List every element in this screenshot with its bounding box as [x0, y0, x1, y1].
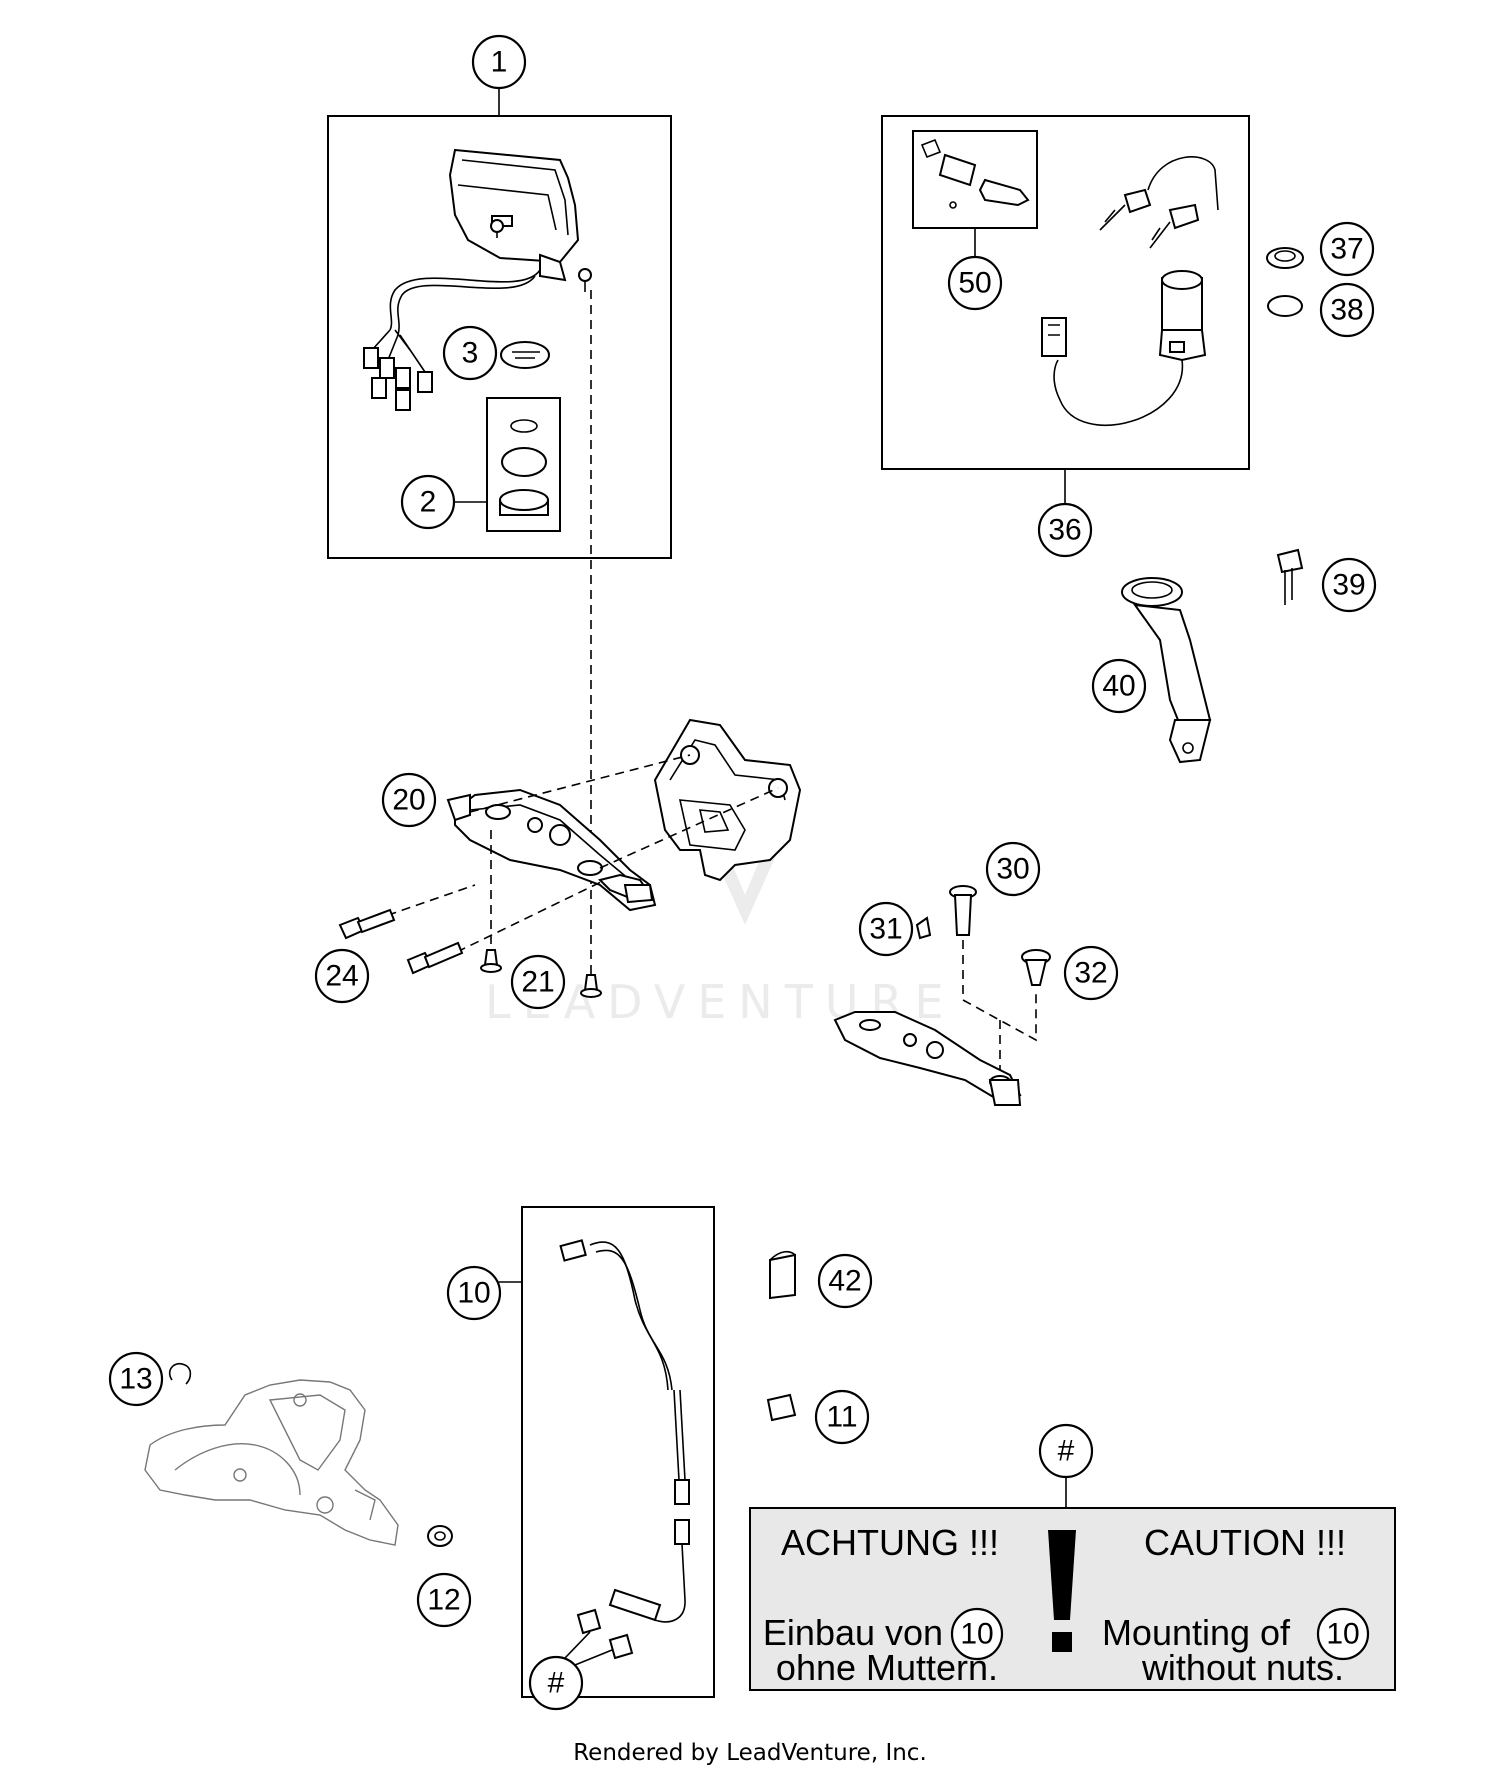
item-12-sleeve [427, 1525, 453, 1547]
callout-11: 11 [814, 1389, 870, 1445]
caution-en-line1: Mounting of [1102, 1612, 1291, 1653]
item-42-clip [769, 1250, 796, 1300]
caution-de-line1: Einbau von [763, 1612, 943, 1653]
svg-text:1: 1 [491, 46, 508, 79]
svg-text:39: 39 [1332, 569, 1365, 602]
ignition-switch-illustration [1041, 270, 1207, 426]
callout-1: 1 [471, 34, 527, 90]
svg-text:32: 32 [1074, 957, 1107, 990]
item-31-bulb [915, 916, 932, 940]
callout-2: 2 [400, 474, 456, 530]
item-3-cover [500, 341, 550, 369]
item-13-circlip [168, 1362, 192, 1385]
callout-50: 50 [947, 255, 1003, 311]
item-21-rivets [480, 949, 602, 998]
item-39-key [1276, 548, 1304, 605]
svg-text:42: 42 [828, 1265, 861, 1298]
svg-text:10: 10 [457, 1277, 490, 1310]
caution-en-ref-callout: 10 [1316, 1607, 1370, 1661]
callout-13: 13 [108, 1351, 164, 1407]
callout-39: 39 [1321, 557, 1377, 613]
callout-31: 31 [858, 901, 914, 957]
item-50-box [912, 130, 1038, 229]
callout-10: 10 [446, 1265, 502, 1321]
svg-text:10: 10 [960, 1618, 993, 1651]
callout-36: 36 [1037, 502, 1093, 558]
dashboard-illustration [448, 148, 592, 292]
item-20-holder [446, 788, 657, 912]
item-11-clamp [766, 1393, 797, 1422]
callout-24: 24 [314, 948, 370, 1004]
svg-text:12: 12 [427, 1584, 460, 1617]
svg-text:38: 38 [1330, 294, 1363, 327]
callout-12: 12 [416, 1572, 472, 1628]
callout-42: 42 [817, 1253, 873, 1309]
item-24-screws [338, 908, 464, 975]
svg-text:#: # [1058, 1435, 1075, 1468]
callout-37: 37 [1319, 221, 1375, 277]
caution-de-title: ACHTUNG !!! [781, 1522, 999, 1563]
svg-text:11: 11 [826, 1401, 857, 1434]
sprocket-cover-illustration [144, 1379, 399, 1546]
svg-text:21: 21 [521, 966, 554, 999]
svg-text:31: 31 [869, 913, 902, 946]
item-38-oring [1267, 295, 1303, 317]
item-2-box [486, 397, 561, 532]
svg-text:#: # [548, 1667, 565, 1700]
callout-hash-bottom: # [528, 1655, 584, 1711]
warning-exclamation-icon [1048, 1530, 1076, 1652]
keys-illustration [1099, 156, 1219, 249]
callout-hash-top: # [1038, 1423, 1094, 1479]
nuts-illustration [576, 1608, 634, 1660]
caution-en-line2: without nuts. [1141, 1647, 1344, 1688]
caution-en-title: CAUTION !!! [1144, 1522, 1346, 1563]
svg-text:24: 24 [325, 960, 358, 993]
fork-bracket-illustration [653, 718, 802, 882]
item-32-grommet [1021, 949, 1051, 986]
callout-30: 30 [985, 841, 1041, 897]
svg-text:2: 2 [420, 486, 437, 519]
item-37-washer [1266, 247, 1304, 269]
holder-small-illustration [833, 1011, 1022, 1106]
lock-cylinder-illustration [920, 138, 1030, 209]
sensor-cable-box [521, 1206, 715, 1698]
caution-de-ref-callout: 10 [950, 1607, 1004, 1661]
item-40-holder [1121, 577, 1212, 764]
svg-text:20: 20 [392, 784, 425, 817]
svg-text:10: 10 [1326, 1618, 1359, 1651]
footer-credit: Rendered by LeadVenture, Inc. [573, 1740, 927, 1766]
callout-3: 3 [442, 325, 498, 381]
dashboard-wiring-illustration [363, 269, 541, 411]
sensor-cable-illustration [559, 1239, 690, 1623]
svg-text:13: 13 [119, 1363, 152, 1396]
svg-text:50: 50 [958, 267, 991, 300]
callout-20: 20 [381, 772, 437, 828]
svg-text:3: 3 [462, 337, 479, 370]
svg-text:37: 37 [1330, 233, 1363, 266]
item-30-rubber [949, 885, 977, 936]
callout-38: 38 [1319, 282, 1375, 338]
svg-text:40: 40 [1102, 670, 1135, 703]
svg-text:30: 30 [996, 853, 1029, 886]
callout-32: 32 [1063, 945, 1119, 1001]
svg-text:36: 36 [1048, 514, 1081, 547]
callout-21: 21 [510, 954, 566, 1010]
callout-40: 40 [1091, 658, 1147, 714]
